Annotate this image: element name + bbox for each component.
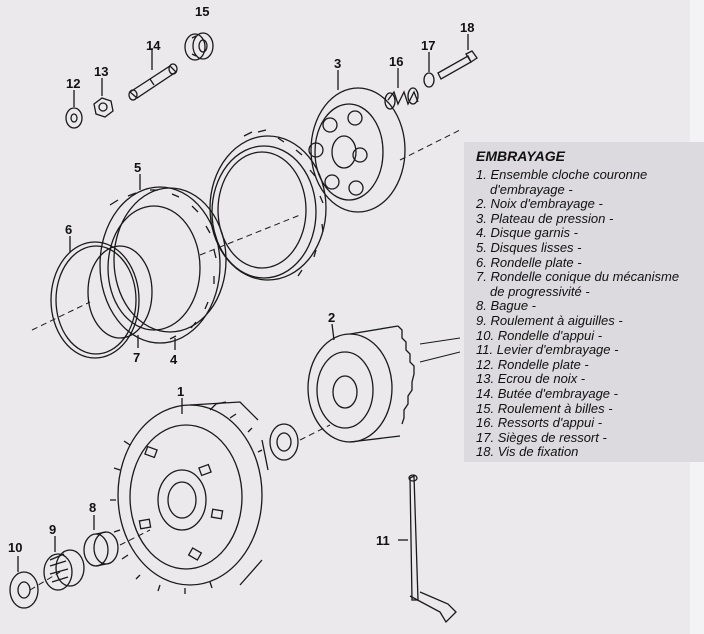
legend-item: 8. Bague - — [476, 298, 537, 314]
friction-discs-4 — [99, 129, 327, 350]
callout-8: 8 — [89, 500, 96, 515]
legend-item: 3. Plateau de pression - — [476, 210, 614, 226]
callout-12: 12 — [66, 76, 80, 91]
callout-16: 16 — [389, 54, 403, 69]
callout-10: 10 — [8, 540, 22, 555]
callout-18: 18 — [460, 20, 474, 35]
legend-item: 13. Ecrou de noix - — [476, 371, 586, 387]
needle-bearing-9 — [43, 536, 85, 591]
legend-item: 15. Roulement à billes - — [476, 400, 613, 416]
callout-17: 17 — [421, 38, 435, 53]
pressure-plate-3 — [308, 70, 406, 213]
legend-title: EMBRAYAGE — [476, 148, 565, 164]
spring-16 — [384, 68, 419, 110]
legend-item: 10. Rondelle d'appui - — [476, 327, 603, 343]
fixing-screw-18 — [437, 34, 478, 80]
callout-3: 3 — [334, 56, 341, 71]
legend-item: 12. Rondelle plate - — [476, 356, 589, 372]
callout-13: 13 — [94, 64, 108, 79]
callout-1: 1 — [177, 384, 184, 399]
legend-item: 9. Roulement à aiguilles - — [476, 312, 623, 328]
callout-11: 11 — [376, 533, 390, 548]
callout-9: 9 — [49, 522, 56, 537]
clutch-nut-13 — [93, 78, 114, 118]
flat-washer — [269, 423, 299, 461]
clutch-lever-11 — [398, 474, 457, 624]
thrust-washer-10 — [9, 556, 39, 609]
spring-seat-17 — [423, 52, 435, 88]
flat-washer-12 — [65, 90, 83, 129]
legend-item: 18. Vis de fixation — [476, 444, 579, 460]
legend-item: 4. Disque garnis - — [476, 225, 578, 241]
legend-item: 17. Sièges de ressort - — [476, 429, 607, 445]
callout-4: 4 — [170, 352, 178, 367]
legend-item: 2. Noix d'embrayage - — [476, 196, 603, 212]
callout-15: 15 — [195, 4, 209, 19]
legend-item: 14. Butée d'embrayage - — [476, 385, 618, 401]
ball-bearing-15 — [184, 32, 214, 61]
clutch-basket-1 — [110, 398, 269, 594]
callout-6: 6 — [65, 222, 72, 237]
callout-7: 7 — [133, 350, 140, 365]
callout-5: 5 — [134, 160, 141, 175]
bush-8 — [83, 515, 119, 567]
legend-item: 6. Rondelle plate - — [476, 254, 582, 270]
plain-discs-5 — [113, 145, 317, 333]
legend-item: 16. Ressorts d'appui - — [476, 415, 603, 431]
legend-item: 5. Disques lisses - — [476, 239, 582, 255]
conical-washer-7 — [87, 245, 153, 348]
legend-item: 11. Levier d'embrayage - — [476, 342, 619, 358]
callout-2: 2 — [328, 310, 335, 325]
clutch-hub-2 — [307, 323, 461, 443]
thrust-piece-14 — [128, 48, 178, 101]
flat-washer-6 — [50, 236, 140, 359]
callout-14: 14 — [146, 38, 161, 53]
